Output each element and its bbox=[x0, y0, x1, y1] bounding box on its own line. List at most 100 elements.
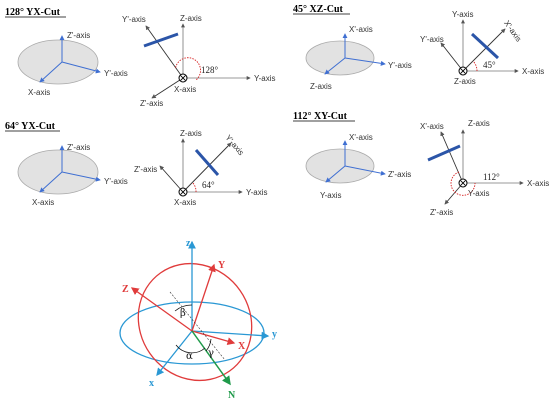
x-axis-cross bbox=[180, 189, 186, 195]
panel-title: 64° YX-Cut bbox=[5, 121, 56, 132]
label-x: x bbox=[149, 378, 154, 389]
rotation-diagram: Z-axis Y'-axis Z'-axis Y-axis X-axis 64° bbox=[134, 129, 268, 207]
label-Z: Z bbox=[122, 284, 129, 295]
x-arrow bbox=[39, 61, 63, 83]
label-Y: Y bbox=[218, 260, 226, 271]
angle-label: 64° bbox=[202, 180, 215, 190]
cyan-x-axis bbox=[156, 330, 193, 377]
panel-title: 112° XY-Cut bbox=[293, 111, 348, 122]
x-prime-axis-line bbox=[440, 131, 464, 184]
crystal-plate-diagram: Z'-axis Y'-axis X-axis bbox=[17, 31, 128, 97]
alpha-arc bbox=[175, 344, 206, 354]
axis-label: Y'-axis bbox=[388, 61, 412, 70]
y-prime-arrow bbox=[61, 171, 101, 182]
rotation-diagram: Y'-axis Z-axis Y-axis X-axis Z'-axis 128… bbox=[122, 14, 276, 108]
axis-label: Y-axis bbox=[468, 189, 490, 198]
z-arrow bbox=[324, 57, 346, 75]
axis-label: X'-axis bbox=[349, 25, 373, 34]
red-Z-axis bbox=[130, 287, 193, 332]
angle-beta: β bbox=[180, 308, 186, 319]
y-arrow bbox=[325, 165, 346, 183]
panel-title: 128° YX-Cut bbox=[5, 7, 61, 18]
axis-label: X'-axis bbox=[420, 122, 444, 131]
panel-64-yx-cut: 64° YX-Cut Z'-axis Y'-axis X-axis Z-axis… bbox=[5, 121, 268, 207]
axis-label: Z-axis bbox=[468, 119, 490, 128]
axis-label: Z'-axis bbox=[67, 31, 90, 40]
rotation-diagram: Y-axis Y'-axis X'-axis X-axis Z-axis 45° bbox=[420, 10, 544, 86]
cyan-y-axis bbox=[191, 330, 270, 340]
axis-label: X-axis bbox=[174, 85, 196, 94]
axis-label: Y-axis bbox=[320, 191, 342, 200]
axis-label: Z'-axis bbox=[388, 170, 411, 179]
plate-ellipse bbox=[17, 149, 99, 195]
axis-label: Z-axis bbox=[180, 14, 202, 23]
y-prime-arrow bbox=[344, 57, 386, 66]
beta-arc bbox=[174, 304, 193, 312]
angle-label: 128° bbox=[201, 65, 219, 75]
y-prime-arrow bbox=[61, 61, 101, 74]
z-prime-axis-line bbox=[444, 182, 464, 205]
angle-label: 45° bbox=[483, 60, 496, 70]
z-prime-axis-line bbox=[159, 165, 184, 193]
panel-112-xy-cut: 112° XY-Cut X'-axis Z'-axis Y-axis X'-ax… bbox=[293, 111, 549, 217]
x-arrow bbox=[39, 171, 63, 193]
axis-label: Z'-axis bbox=[67, 143, 90, 152]
z-prime-axis-line bbox=[151, 77, 184, 99]
angle-alpha: α bbox=[186, 351, 193, 362]
z-axis-cross bbox=[460, 68, 466, 74]
axis-label: Z'-axis bbox=[140, 99, 163, 108]
wafer-plate-bar bbox=[470, 32, 500, 60]
axis-label: Y-axis bbox=[246, 188, 268, 197]
y-prime-axis-line bbox=[145, 25, 184, 79]
axis-label: Y-axis bbox=[254, 74, 276, 83]
axis-label: Y'-axis bbox=[122, 15, 146, 24]
axis-label: Z'-axis bbox=[430, 208, 453, 217]
angle-arc bbox=[175, 57, 201, 81]
x-axis-cross bbox=[180, 75, 186, 81]
axis-label: X-axis bbox=[174, 198, 196, 207]
red-Y-axis bbox=[191, 263, 216, 332]
panel-128-yx-cut: 128° YX-Cut Z'-axis Y'-axis X-axis Y'-ax… bbox=[5, 7, 276, 108]
angle-gamma: γ bbox=[208, 348, 214, 359]
euler-angle-diagram: z y x Z Y X N β α γ bbox=[119, 238, 277, 401]
node-line-extension bbox=[169, 291, 226, 361]
axis-label: Y'-axis bbox=[104, 69, 128, 78]
axis-label: Y-axis bbox=[452, 10, 474, 19]
plate-ellipse bbox=[305, 40, 375, 76]
angle-label: 112° bbox=[483, 172, 500, 182]
label-N: N bbox=[228, 390, 236, 401]
axis-label: X-axis bbox=[522, 67, 544, 76]
axis-label: Y'-axis bbox=[104, 177, 128, 186]
wafer-plate-bar bbox=[143, 32, 179, 48]
axis-label: X'-axis bbox=[502, 19, 523, 44]
red-X-axis bbox=[191, 330, 236, 345]
z-prime-arrow bbox=[344, 165, 386, 176]
gamma-arc bbox=[205, 338, 212, 352]
axis-label: Z'-axis bbox=[134, 165, 157, 174]
crystal-plate-diagram: X'-axis Z'-axis Y-axis bbox=[305, 133, 411, 200]
axis-label: Z-axis bbox=[454, 77, 476, 86]
label-y: y bbox=[272, 329, 277, 340]
y-prime-axis-line bbox=[182, 142, 232, 193]
y-prime-axis-line bbox=[440, 42, 464, 72]
y-axis-cross bbox=[460, 180, 466, 186]
plate-ellipse bbox=[17, 39, 99, 85]
panel-title: 45° XZ-Cut bbox=[293, 4, 344, 15]
green-N-node-line bbox=[191, 330, 231, 386]
x-prime-axis-line bbox=[462, 28, 506, 72]
axis-label: X-axis bbox=[32, 198, 54, 207]
axis-label: Z-axis bbox=[310, 82, 332, 91]
wafer-plate-bar bbox=[194, 149, 220, 176]
axis-label: X-axis bbox=[527, 179, 549, 188]
axis-label: X'-axis bbox=[349, 133, 373, 142]
axis-label: X-axis bbox=[28, 88, 50, 97]
angle-arc bbox=[192, 182, 197, 193]
label-X: X bbox=[238, 341, 246, 352]
red-rotated-ellipse bbox=[137, 262, 253, 382]
rotation-diagram: X'-axis Z-axis X-axis Y-axis Z'-axis 112… bbox=[420, 119, 549, 217]
axis-label: Y'-axis bbox=[420, 35, 444, 44]
plate-ellipse bbox=[305, 148, 375, 184]
axis-label: Y'-axis bbox=[223, 133, 245, 157]
crystal-plate-diagram: Z'-axis Y'-axis X-axis bbox=[17, 143, 128, 207]
